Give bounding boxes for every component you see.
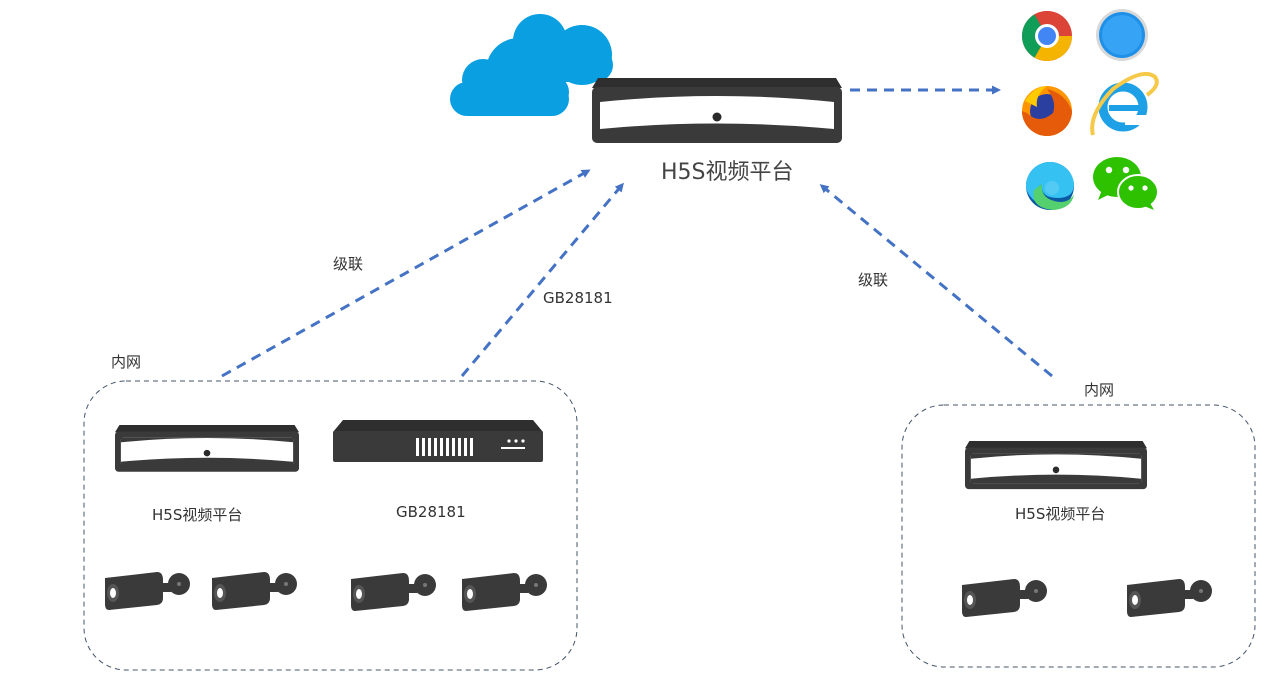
right-cascade-link-label: 级联 — [858, 271, 889, 289]
gb28181-device-icon — [333, 420, 543, 462]
gb28181-device-label: GB28181 — [396, 503, 466, 521]
wechat-icon — [1093, 157, 1159, 210]
camera-icon — [1127, 579, 1212, 617]
left-platform-device-icon — [115, 425, 299, 472]
right-platform-device-icon — [965, 441, 1147, 490]
ie-icon — [1090, 72, 1159, 136]
firefox-icon — [1022, 86, 1072, 136]
main-platform-label: H5S视频平台 — [661, 160, 794, 185]
chrome-icon — [1022, 11, 1072, 61]
left-platform-label: H5S视频平台 — [152, 506, 243, 524]
right-intranet-label: 内网 — [1084, 381, 1115, 399]
arrow-left-gb28181 — [460, 182, 624, 377]
cloud-icon — [450, 14, 613, 116]
camera-icon — [962, 579, 1047, 617]
camera-icon — [105, 572, 190, 610]
arrow-right-cascade — [819, 184, 1053, 378]
left-cascade-link-label: 级联 — [333, 255, 364, 273]
left-gb28181-link-label: GB28181 — [543, 289, 613, 307]
left-intranet-label: 内网 — [111, 353, 142, 371]
camera-icon — [212, 572, 297, 610]
camera-icon — [462, 573, 547, 611]
arrow-left-cascade — [221, 169, 591, 378]
edge-icon — [1025, 161, 1074, 210]
right-intranet-group — [901, 404, 1256, 668]
left-intranet-group — [83, 380, 578, 671]
right-platform-label: H5S视频平台 — [1015, 505, 1106, 523]
main-platform-device-icon — [592, 78, 842, 143]
safari-icon — [1096, 9, 1148, 61]
camera-icon — [351, 573, 436, 611]
